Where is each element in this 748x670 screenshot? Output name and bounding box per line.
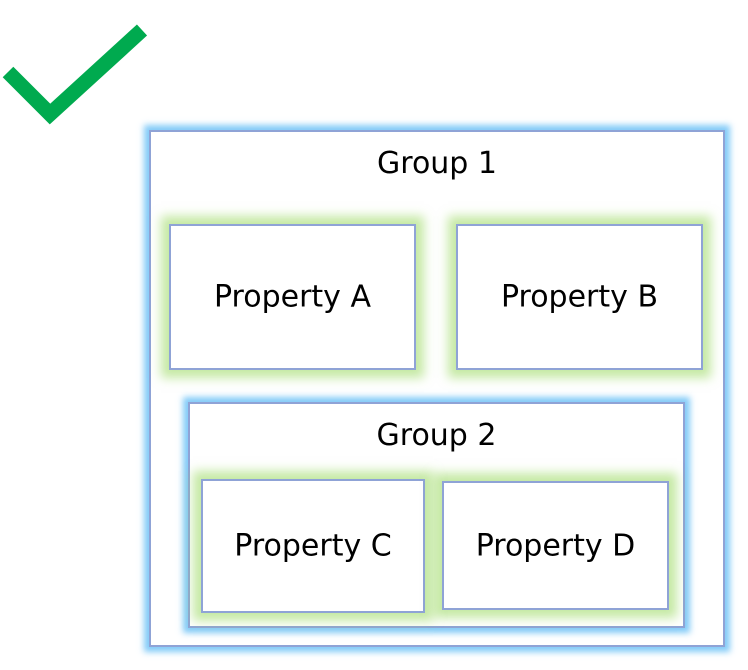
property-d-label: Property D bbox=[475, 528, 636, 563]
property-a-box: Property A bbox=[169, 224, 416, 370]
property-b-label: Property B bbox=[500, 279, 659, 315]
property-d-box: Property D bbox=[442, 481, 669, 610]
checkmark-icon bbox=[2, 24, 148, 125]
property-c-label: Property C bbox=[234, 528, 392, 564]
property-b-box: Property B bbox=[456, 224, 703, 370]
group-1-title: Group 1 bbox=[377, 146, 497, 181]
property-c-box: Property C bbox=[201, 479, 425, 613]
property-a-label: Property A bbox=[213, 279, 371, 315]
group-2-title: Group 2 bbox=[376, 418, 497, 453]
